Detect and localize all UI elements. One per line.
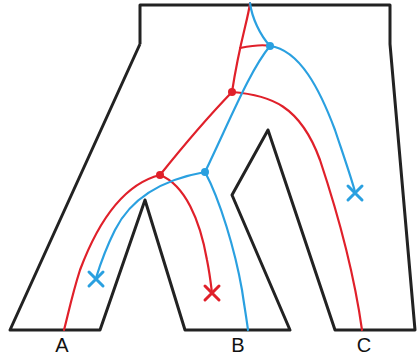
- blue-root: [250, 3, 270, 46]
- blue-gene-tree: [89, 3, 362, 330]
- red-branch: [160, 92, 232, 175]
- blue-branch: [270, 46, 355, 192]
- blue-loss-mark: [348, 186, 362, 200]
- blue-branch: [205, 172, 248, 330]
- blue-branch: [96, 172, 205, 278]
- red-gene-tree: [64, 3, 362, 330]
- red-branch: [64, 175, 160, 330]
- red-branch: [160, 175, 212, 293]
- red-link: [240, 45, 270, 48]
- blue-branch: [205, 46, 270, 172]
- red-loss-mark: [205, 286, 219, 300]
- species-tree-border: [10, 5, 415, 330]
- species-label: A: [55, 335, 68, 355]
- red-branch: [232, 92, 362, 330]
- blue-node: [201, 168, 209, 176]
- species-tree-outline: [10, 5, 415, 330]
- species-label: B: [231, 335, 244, 355]
- blue-loss-mark: [89, 272, 103, 286]
- blue-node: [266, 42, 274, 50]
- species-label: C: [357, 335, 371, 355]
- red-node: [228, 88, 236, 96]
- red-node: [156, 171, 164, 179]
